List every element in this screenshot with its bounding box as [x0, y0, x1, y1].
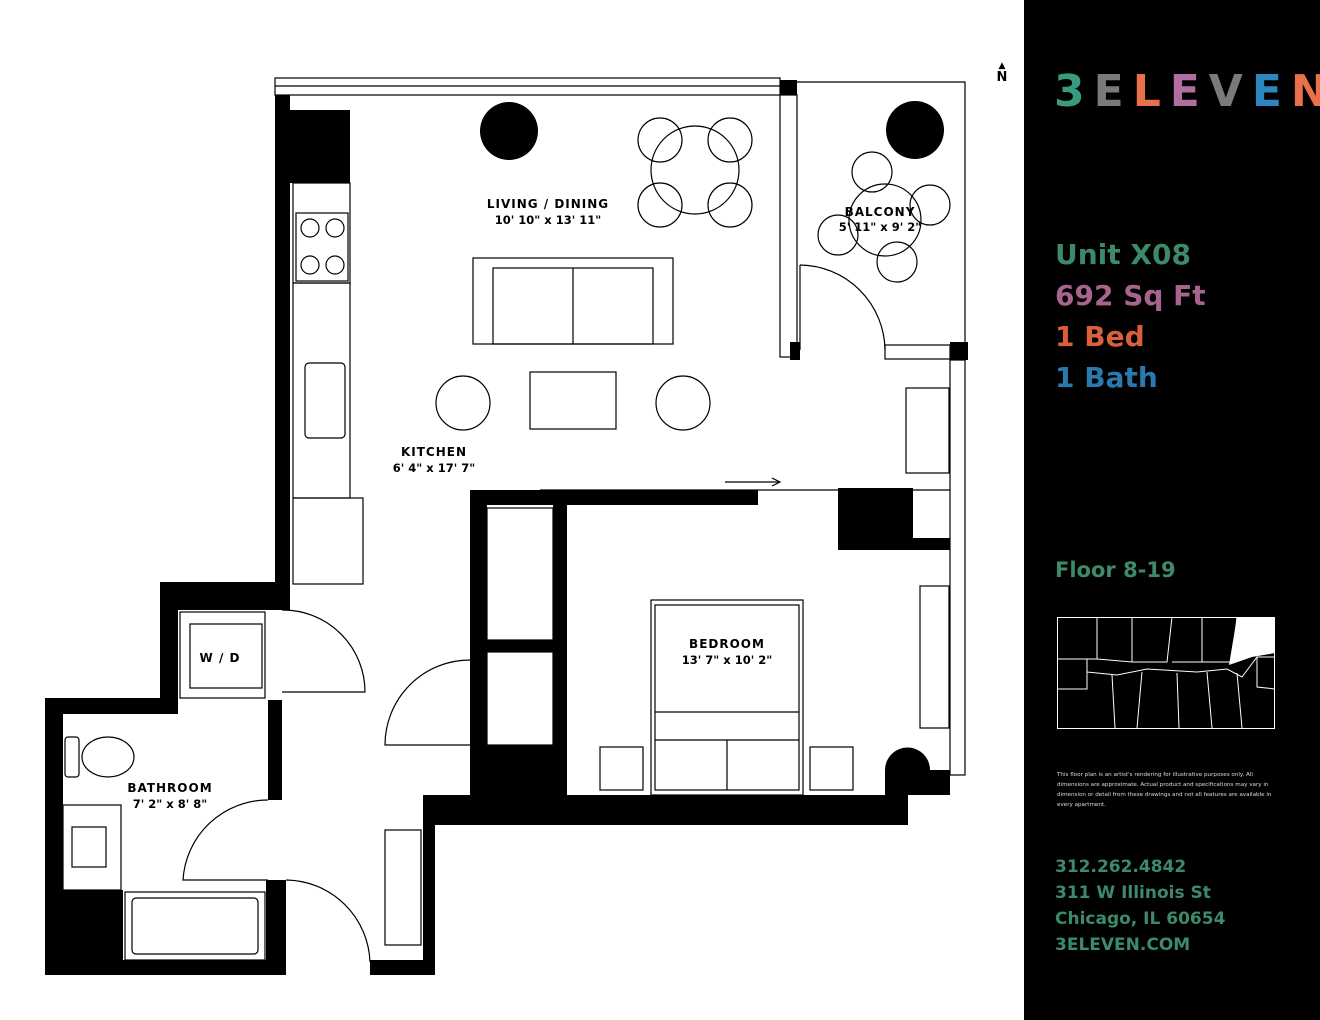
north-indicator: ▲ N [994, 61, 1010, 86]
living-dining-label: LIVING / DINING [487, 197, 609, 211]
brand-logo: 3ELEVEN [1054, 66, 1320, 117]
info-panel: 3ELEVEN Unit X08 692 Sq Ft 1 Bed 1 Bath … [1024, 0, 1320, 1020]
unit-area: 692 Sq Ft [1055, 279, 1206, 312]
balcony-dims: 5' 11" x 9' 2" [839, 220, 921, 234]
logo-letter: L [1132, 66, 1170, 117]
bedroom-dims: 13' 7" x 10' 2" [682, 653, 772, 667]
website-link[interactable]: 3ELEVEN.COM [1055, 935, 1191, 955]
walls [45, 80, 968, 975]
north-label: N [996, 70, 1008, 85]
street-address: 311 W Illinois St [1055, 883, 1211, 903]
building-key-map [1057, 617, 1275, 729]
phone-number[interactable]: 312.262.4842 [1055, 857, 1187, 877]
living-dining-dims: 10' 10" x 13' 11" [495, 213, 601, 227]
floor-plan: LIVING / DINING 10' 10" x 13' 11" BALCON… [45, 77, 968, 975]
unit-highlight [1229, 617, 1275, 665]
unit-beds: 1 Bed [1055, 320, 1145, 353]
contact-info: 312.262.4842 311 W Illinois St Chicago, … [1055, 854, 1225, 958]
unit-baths: 1 Bath [1055, 361, 1158, 394]
logo-letter: V [1208, 66, 1252, 117]
floor-range: Floor 8-19 [1055, 558, 1176, 582]
logo-letter: E [1169, 66, 1209, 117]
logo-letter: E [1251, 66, 1291, 117]
kitchen-label: KITCHEN [401, 445, 467, 459]
north-arrow-icon: ▲ [998, 61, 1006, 71]
bedroom-label: BEDROOM [689, 637, 765, 651]
logo-letter: N [1290, 66, 1320, 117]
windows [274, 77, 966, 776]
washer-dryer-label: W / D [200, 651, 241, 665]
fixtures [62, 117, 951, 963]
city-address: Chicago, IL 60654 [1055, 909, 1226, 929]
logo-letter: E [1093, 66, 1133, 117]
kitchen-dims: 6' 4" x 17' 7" [393, 461, 475, 475]
unit-name: Unit X08 [1055, 238, 1191, 271]
disclaimer: This floor plan is an artist's rendering… [1057, 772, 1272, 808]
logo-letter: 3 [1054, 66, 1094, 117]
bathroom-label: BATHROOM [127, 781, 212, 795]
balcony-label: BALCONY [845, 205, 916, 219]
bathroom-dims: 7' 2" x 8' 8" [133, 797, 207, 811]
